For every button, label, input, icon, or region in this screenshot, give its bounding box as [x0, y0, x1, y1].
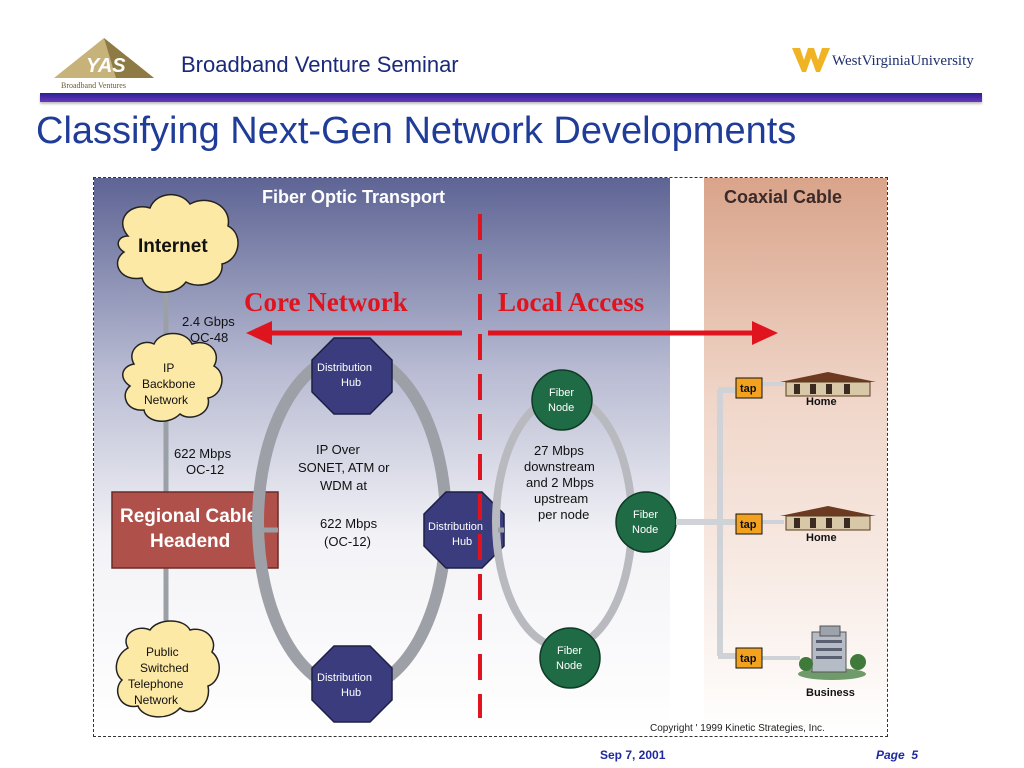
ip-backbone-l1: IP: [163, 361, 174, 375]
ip-backbone-l2: Backbone: [142, 377, 196, 391]
link2-line1: 622 Mbps: [174, 446, 232, 461]
fiber-top-l1: Fiber: [549, 387, 574, 399]
hub-bottom-l1: Distribution: [317, 672, 372, 684]
header-rule: [40, 93, 982, 102]
link1-line1: 2.4 Gbps: [182, 314, 235, 329]
headend-l1: Regional Cable: [120, 506, 257, 527]
yas-logo-subtext: Broadband Ventures: [61, 81, 126, 90]
tap-1: tap: [735, 377, 763, 399]
tap-1-label: tap: [740, 383, 757, 395]
internet-label: Internet: [138, 236, 208, 257]
tap-3-label: tap: [740, 653, 757, 665]
section-fiber-label: Fiber Optic Transport: [262, 187, 445, 207]
pstn-l1: Public: [146, 645, 179, 659]
internet-cloud: Internet: [116, 194, 239, 293]
hub-right-l2: Hub: [452, 536, 472, 548]
fiber-bottom-l1: Fiber: [557, 645, 582, 657]
pstn-l3: Telephone: [128, 677, 184, 691]
footer-date: Sep 7, 2001: [600, 748, 666, 762]
hub-bottom-l2: Hub: [341, 687, 361, 699]
home-icon: Home: [780, 506, 876, 544]
home-2-label: Home: [806, 532, 837, 544]
local-access-arrow: [488, 321, 778, 345]
fiber-node-top: Fiber Node: [531, 369, 593, 431]
seminar-title: Broadband Venture Seminar: [181, 52, 459, 77]
ring-l1: IP Over: [316, 442, 361, 457]
home-1-label: Home: [806, 396, 837, 408]
link2-line2: OC-12: [186, 462, 224, 477]
network-diagram: Fiber Optic Transport Coaxial Cable Inte…: [93, 177, 888, 737]
access-l2: downstream: [524, 459, 595, 474]
local-access-label: Local Access: [498, 287, 644, 317]
ip-backbone-l3: Network: [144, 393, 189, 407]
tap-3: tap: [735, 647, 763, 669]
hub-top-l1: Distribution: [317, 362, 372, 374]
core-network-arrow: [246, 321, 462, 345]
business-building-icon: Business: [798, 625, 866, 699]
hub-top-l2: Hub: [341, 377, 361, 389]
access-l4: upstream: [534, 491, 588, 506]
distribution-hub-top: Distribution Hub: [311, 337, 393, 415]
fiber-node-right: Fiber Node: [615, 491, 677, 553]
yas-logo-text: YAS: [86, 55, 126, 77]
tap-2: tap: [735, 513, 763, 535]
fiber-right-l1: Fiber: [633, 509, 658, 521]
access-l3: and 2 Mbps: [526, 475, 594, 490]
fiber-node-bottom: Fiber Node: [539, 627, 601, 689]
footer-page-number: Page 5: [876, 748, 919, 762]
ring-l2: SONET, ATM or: [298, 460, 390, 475]
home-icon: Home: [780, 372, 876, 408]
ring-l4: 622 Mbps: [320, 516, 378, 531]
headend-l2: Headend: [150, 531, 230, 552]
wvu-logo: WestVirginiaUniversity: [792, 48, 974, 72]
core-network-label: Core Network: [244, 287, 408, 317]
coax-section-bg: [704, 178, 887, 736]
wvu-logo-text: WestVirginiaUniversity: [832, 53, 974, 69]
access-l5: per node: [538, 507, 589, 522]
ring-l3: WDM at: [320, 478, 367, 493]
business-label: Business: [806, 687, 855, 699]
pstn-cloud: Public Switched Telephone Network: [115, 620, 220, 718]
link1-line2: OC-48: [190, 330, 228, 345]
hub-right-l1: Distribution: [428, 521, 483, 533]
regional-cable-headend: Regional Cable Headend: [111, 491, 279, 569]
yas-logo-triangle-shadow: [104, 38, 154, 78]
yas-logo: YAS Broadband Ventures: [54, 38, 154, 90]
pstn-l2: Switched: [140, 661, 189, 675]
fiber-right-l2: Node: [632, 524, 658, 536]
access-l1: 27 Mbps: [534, 443, 584, 458]
ip-backbone-cloud: IP Backbone Network: [122, 332, 223, 422]
section-coax-label: Coaxial Cable: [724, 187, 842, 207]
pstn-l4: Network: [134, 693, 179, 707]
ring-l5: (OC-12): [324, 534, 371, 549]
slide-title: Classifying Next-Gen Network Development…: [36, 110, 797, 152]
copyright: Copyright ' 1999 Kinetic Strategies, Inc…: [650, 723, 825, 734]
network-diagram-svg: Fiber Optic Transport Coaxial Cable Inte…: [94, 178, 887, 736]
tap-2-label: tap: [740, 519, 757, 531]
fiber-top-l2: Node: [548, 402, 574, 414]
wvu-logo-mark: [792, 48, 830, 72]
distribution-hub-right: Distribution Hub: [423, 491, 505, 569]
fiber-bottom-l2: Node: [556, 660, 582, 672]
distribution-hub-bottom: Distribution Hub: [311, 645, 393, 723]
